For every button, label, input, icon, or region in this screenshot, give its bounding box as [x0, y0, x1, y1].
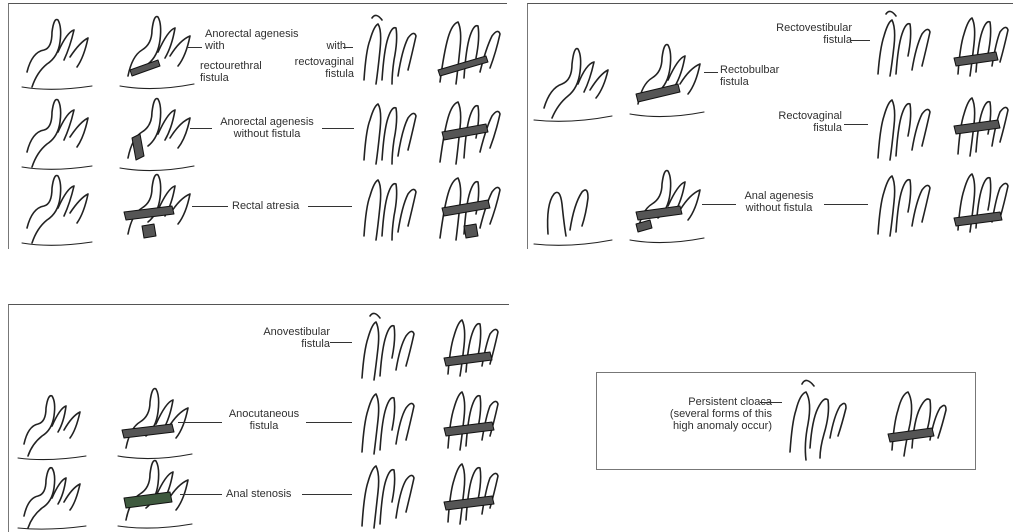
label-anorectal-agenesis-with: Anorectal agenesis with [205, 28, 299, 52]
pelvis-sketch-anal-agenesis [628, 162, 708, 246]
pelvis-sketch-normal-male-2 [22, 92, 97, 172]
leader-line [178, 422, 222, 423]
leader-line [704, 72, 718, 73]
pelvis-sketch-anal-stenosis [116, 454, 196, 531]
label-rectourethral-fistula: rectourethral fistula [200, 60, 262, 84]
label-rectobulbar-fistula: Rectobulbar fistula [720, 64, 779, 88]
label-rectal-atresia: Rectal atresia [232, 200, 299, 212]
leader-line [188, 47, 202, 48]
label-anal-agenesis-without-fistula: Anal agenesis without fistula [734, 190, 824, 214]
pelvis-sketch-female-rectovaginal [352, 10, 422, 90]
leader-line [192, 206, 228, 207]
leader-line [844, 124, 868, 125]
pelvis-sketch-rectovestibular [866, 8, 936, 80]
pelvis-sketch-female-row2-defect [430, 88, 505, 172]
pelvis-sketch-anorectal-agenesis-without [118, 90, 198, 174]
label-anorectal-agenesis-without-fistula: Anorectal agenesis without fistula [212, 116, 322, 140]
pelvis-sketch-anorectal-agenesis-male [118, 8, 198, 92]
pelvis-sketch-female-rectovaginal-defect [430, 8, 505, 92]
leader-line [760, 402, 782, 403]
pelvis-sketch-rectovaginal-right [866, 84, 936, 164]
pelvis-sketch-anovestibular [350, 310, 420, 384]
pelvis-sketch-anal-agenesis-female-defect [948, 158, 1010, 238]
leader-line [308, 206, 352, 207]
pelvis-sketch-persistent-cloaca [780, 374, 848, 466]
pelvis-sketch-rectal-atresia [118, 166, 198, 250]
label-rectovaginal-fistula-right: Rectovaginal fistula [760, 110, 842, 134]
pelvis-sketch-anocutaneous-female-defect [438, 380, 500, 456]
leader-line [306, 422, 352, 423]
pelvis-sketch-rectovestibular-defect [948, 6, 1010, 82]
pelvis-sketch-rectobulbar [628, 36, 708, 120]
pelvis-sketch-female-row3 [352, 166, 422, 246]
label-anovestibular-fistula: Anovestibular fistula [228, 326, 330, 350]
pelvis-sketch-low-normal-2 [18, 458, 88, 531]
pelvis-sketch-anocutaneous-female [350, 382, 420, 458]
label-with: with [312, 40, 346, 52]
pelvis-sketch-anovestibular-defect [438, 308, 500, 382]
pelvis-sketch-low-normal [18, 386, 88, 462]
pelvis-sketch-female-row3-defect [430, 164, 505, 248]
label-persistent-cloaca: Persistent cloaca (several forms of this… [612, 396, 772, 432]
pelvis-sketch-female-normal [534, 40, 614, 124]
pelvis-sketch-persistent-cloaca-defect [882, 376, 952, 462]
leader-line [302, 494, 352, 495]
pelvis-sketch-anal-stenosis-female-defect [438, 452, 500, 529]
pelvis-sketch-female-row2 [352, 90, 422, 170]
leader-line [190, 128, 212, 129]
leader-line [702, 204, 736, 205]
leader-line [180, 494, 222, 495]
label-rectovaginal-fistula: rectovaginal fistula [276, 56, 354, 80]
label-anal-stenosis: Anal stenosis [226, 488, 291, 500]
pelvis-sketch-normal-male [22, 12, 97, 92]
pelvis-sketch-anal-agenesis-female [866, 160, 936, 240]
label-anocutaneous-fistula: Anocutaneous fistula [222, 408, 306, 432]
pelvis-sketch-normal-male-3 [22, 168, 97, 248]
label-rectovestibular-fistula: Rectovestibular fistula [748, 22, 852, 46]
pelvis-sketch-anal-stenosis-female [350, 454, 420, 531]
leader-line [824, 204, 868, 205]
pelvis-sketch-rectovaginal-right-defect [948, 82, 1010, 162]
leader-line [330, 342, 352, 343]
leader-line [322, 128, 354, 129]
pelvis-sketch-female-normal-2 [534, 164, 614, 248]
